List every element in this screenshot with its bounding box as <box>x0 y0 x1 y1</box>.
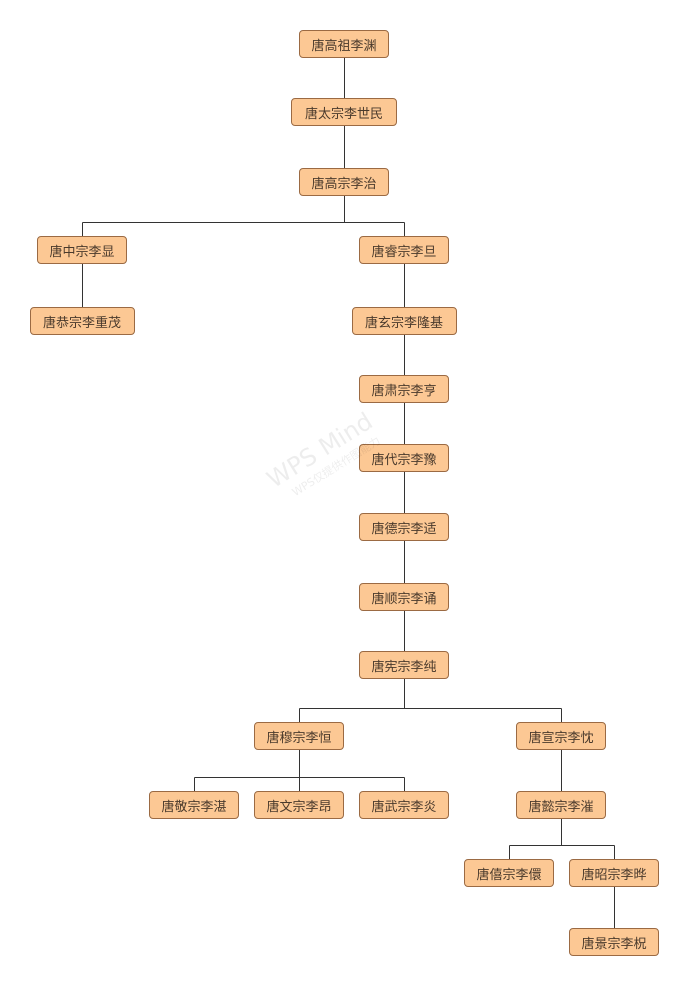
tree-node[interactable]: 唐僖宗李儇 <box>464 859 554 887</box>
tree-node[interactable]: 唐景宗李柷 <box>569 928 659 956</box>
tree-node[interactable]: 唐敬宗李湛 <box>149 791 239 819</box>
tree-node[interactable]: 唐恭宗李重茂 <box>29 307 135 335</box>
tree-node[interactable]: 唐懿宗李漼 <box>516 791 606 819</box>
tree-node[interactable]: 唐德宗李适 <box>359 513 449 541</box>
tree-node[interactable]: 唐代宗李豫 <box>359 444 449 472</box>
tree-node[interactable]: 唐中宗李显 <box>37 236 127 264</box>
tree-node[interactable]: 唐高祖李渊 <box>299 30 389 58</box>
tree-node[interactable]: 唐宪宗李纯 <box>359 651 449 679</box>
tree-node[interactable]: 唐睿宗李旦 <box>359 236 449 264</box>
tree-node[interactable]: 唐顺宗李诵 <box>359 583 449 611</box>
tree-node[interactable]: 唐武宗李炎 <box>359 791 449 819</box>
tree-node[interactable]: 唐玄宗李隆基 <box>351 307 457 335</box>
tree-node[interactable]: 唐太宗李世民 <box>291 98 397 126</box>
tree-node[interactable]: 唐宣宗李忱 <box>516 722 606 750</box>
tree-node[interactable]: 唐文宗李昂 <box>254 791 344 819</box>
tree-node[interactable]: 唐昭宗李晔 <box>569 859 659 887</box>
tree-node[interactable]: 唐肃宗李亨 <box>359 375 449 403</box>
tree-node[interactable]: 唐穆宗李恒 <box>254 722 344 750</box>
tree-node[interactable]: 唐高宗李治 <box>299 168 389 196</box>
